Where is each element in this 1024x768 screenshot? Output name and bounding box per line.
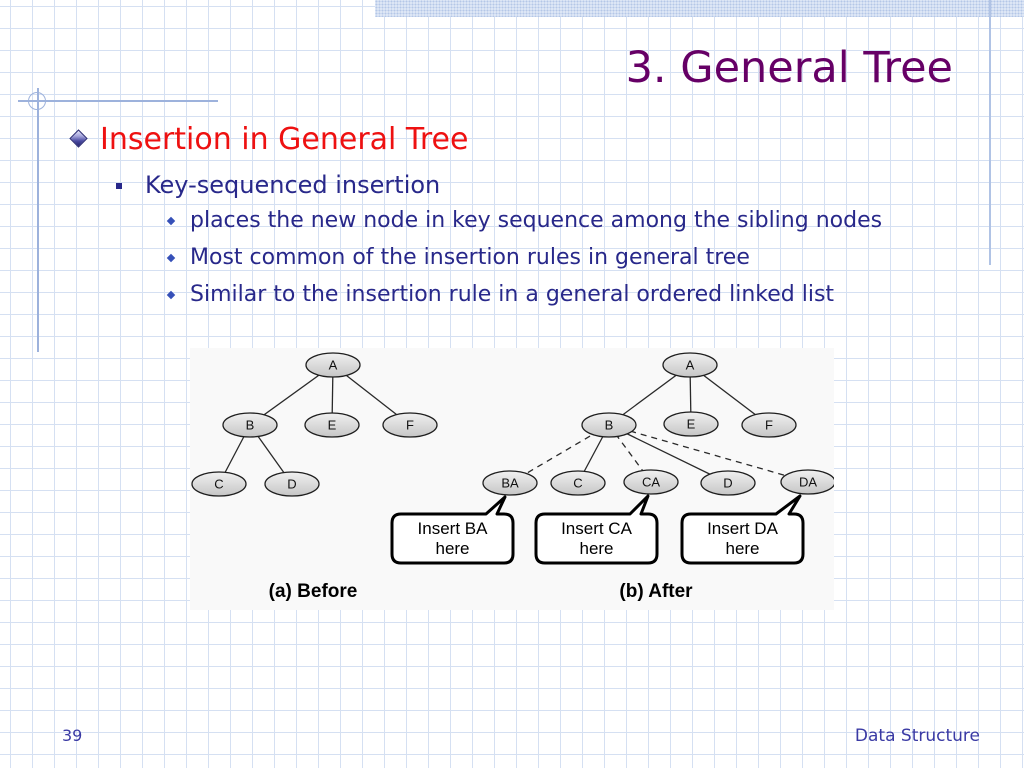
callout-insert-ca: Insert CA here — [534, 494, 659, 565]
tree-node: D — [700, 470, 756, 496]
callout-bubble — [680, 494, 805, 565]
bullet-level1: Insertion in General Tree — [69, 122, 469, 158]
node-label: B — [605, 418, 614, 433]
small-diamond-bullet-icon — [166, 290, 176, 300]
node-shape — [382, 412, 438, 438]
node-shape — [741, 412, 797, 438]
node-label: F — [406, 418, 414, 433]
node-shape — [780, 469, 834, 495]
tree-node: F — [382, 412, 438, 438]
node-label: B — [246, 418, 255, 433]
tree-node: A — [305, 352, 361, 378]
node-shape — [700, 470, 756, 496]
node-shape — [581, 412, 637, 438]
bullet-level2: Key-sequenced insertion — [116, 170, 441, 200]
callout-line2: here — [579, 539, 613, 558]
small-diamond-bullet-icon — [166, 253, 176, 263]
callout-line1: Insert DA — [707, 519, 779, 538]
node-label: E — [687, 417, 696, 432]
tree-node: F — [741, 412, 797, 438]
node-label: A — [686, 358, 695, 373]
node-label: D — [287, 477, 296, 492]
callout-bubble — [390, 495, 515, 565]
node-label: DA — [799, 475, 817, 490]
figure-caption-after: (b) After — [619, 581, 693, 602]
node-shape — [482, 470, 538, 496]
slide-title: 3. General Tree — [625, 43, 953, 93]
insertion-edge — [509, 424, 610, 484]
node-shape — [222, 412, 278, 438]
node-label: C — [573, 476, 582, 491]
node-shape — [550, 470, 606, 496]
general-tree-insertion-figure: A B E F C D (a) Before — [190, 348, 834, 610]
node-shape — [304, 412, 360, 438]
node-label: A — [329, 358, 338, 373]
callout-insert-da: Insert DA here — [680, 494, 805, 565]
node-label: C — [214, 477, 223, 492]
tree-before: A B E F C D (a) Before — [191, 352, 438, 602]
bullet-level3: places the new node in key sequence amon… — [166, 207, 883, 235]
callout-bubble — [534, 494, 659, 565]
page-number: 39 — [62, 726, 83, 745]
node-shape — [264, 471, 320, 497]
tree-node: DA — [780, 469, 834, 495]
node-label: D — [723, 476, 732, 491]
node-shape — [662, 352, 718, 378]
node-label: F — [765, 418, 773, 433]
decor-line-vertical — [37, 88, 39, 352]
callout-line2: here — [725, 539, 759, 558]
tree-node: B — [222, 412, 278, 438]
tree-node: C — [550, 470, 606, 496]
insertion-edge — [608, 424, 809, 483]
bullet-level3-text: Most common of the insertion rules in ge… — [190, 245, 750, 270]
node-label: CA — [642, 475, 660, 490]
decor-circle — [28, 92, 46, 110]
callout-line2: here — [435, 539, 469, 558]
bullet-level2-text: Key-sequenced insertion — [145, 171, 441, 199]
tree-node: E — [663, 411, 719, 437]
bullet-level3: Most common of the insertion rules in ge… — [166, 244, 750, 272]
diamond-bullet-icon — [69, 129, 88, 148]
square-bullet-icon — [116, 183, 122, 189]
tree-node: B — [581, 412, 637, 438]
node-shape — [663, 411, 719, 437]
node-shape — [623, 469, 679, 495]
bullet-level3-text: places the new node in key sequence amon… — [190, 208, 883, 233]
footer-title: Data Structure — [854, 726, 980, 746]
figure-caption-before: (a) Before — [269, 581, 358, 602]
tree-node: C — [191, 471, 247, 497]
bullet-level3: Similar to the insertion rule in a gener… — [166, 281, 835, 309]
node-shape — [191, 471, 247, 497]
tree-node: BA — [482, 470, 538, 496]
small-diamond-bullet-icon — [166, 216, 176, 226]
node-label: E — [328, 418, 337, 433]
node-label: BA — [501, 476, 519, 491]
callout-line1: Insert BA — [418, 519, 489, 538]
decor-line-right — [989, 0, 991, 265]
callout-insert-ba: Insert BA here — [390, 495, 515, 565]
tree-node: A — [662, 352, 718, 378]
node-shape — [305, 352, 361, 378]
tree-node: E — [304, 412, 360, 438]
decor-line-horizontal — [18, 100, 218, 102]
tree-edge — [608, 424, 729, 484]
bullet-level1-text: Insertion in General Tree — [100, 122, 469, 157]
header-band — [375, 0, 1024, 17]
bullet-level3-text: Similar to the insertion rule in a gener… — [190, 282, 835, 307]
callout-line1: Insert CA — [561, 519, 633, 538]
tree-after: A B E F BA C C — [390, 352, 834, 602]
tree-node: D — [264, 471, 320, 497]
tree-node: CA — [623, 469, 679, 495]
